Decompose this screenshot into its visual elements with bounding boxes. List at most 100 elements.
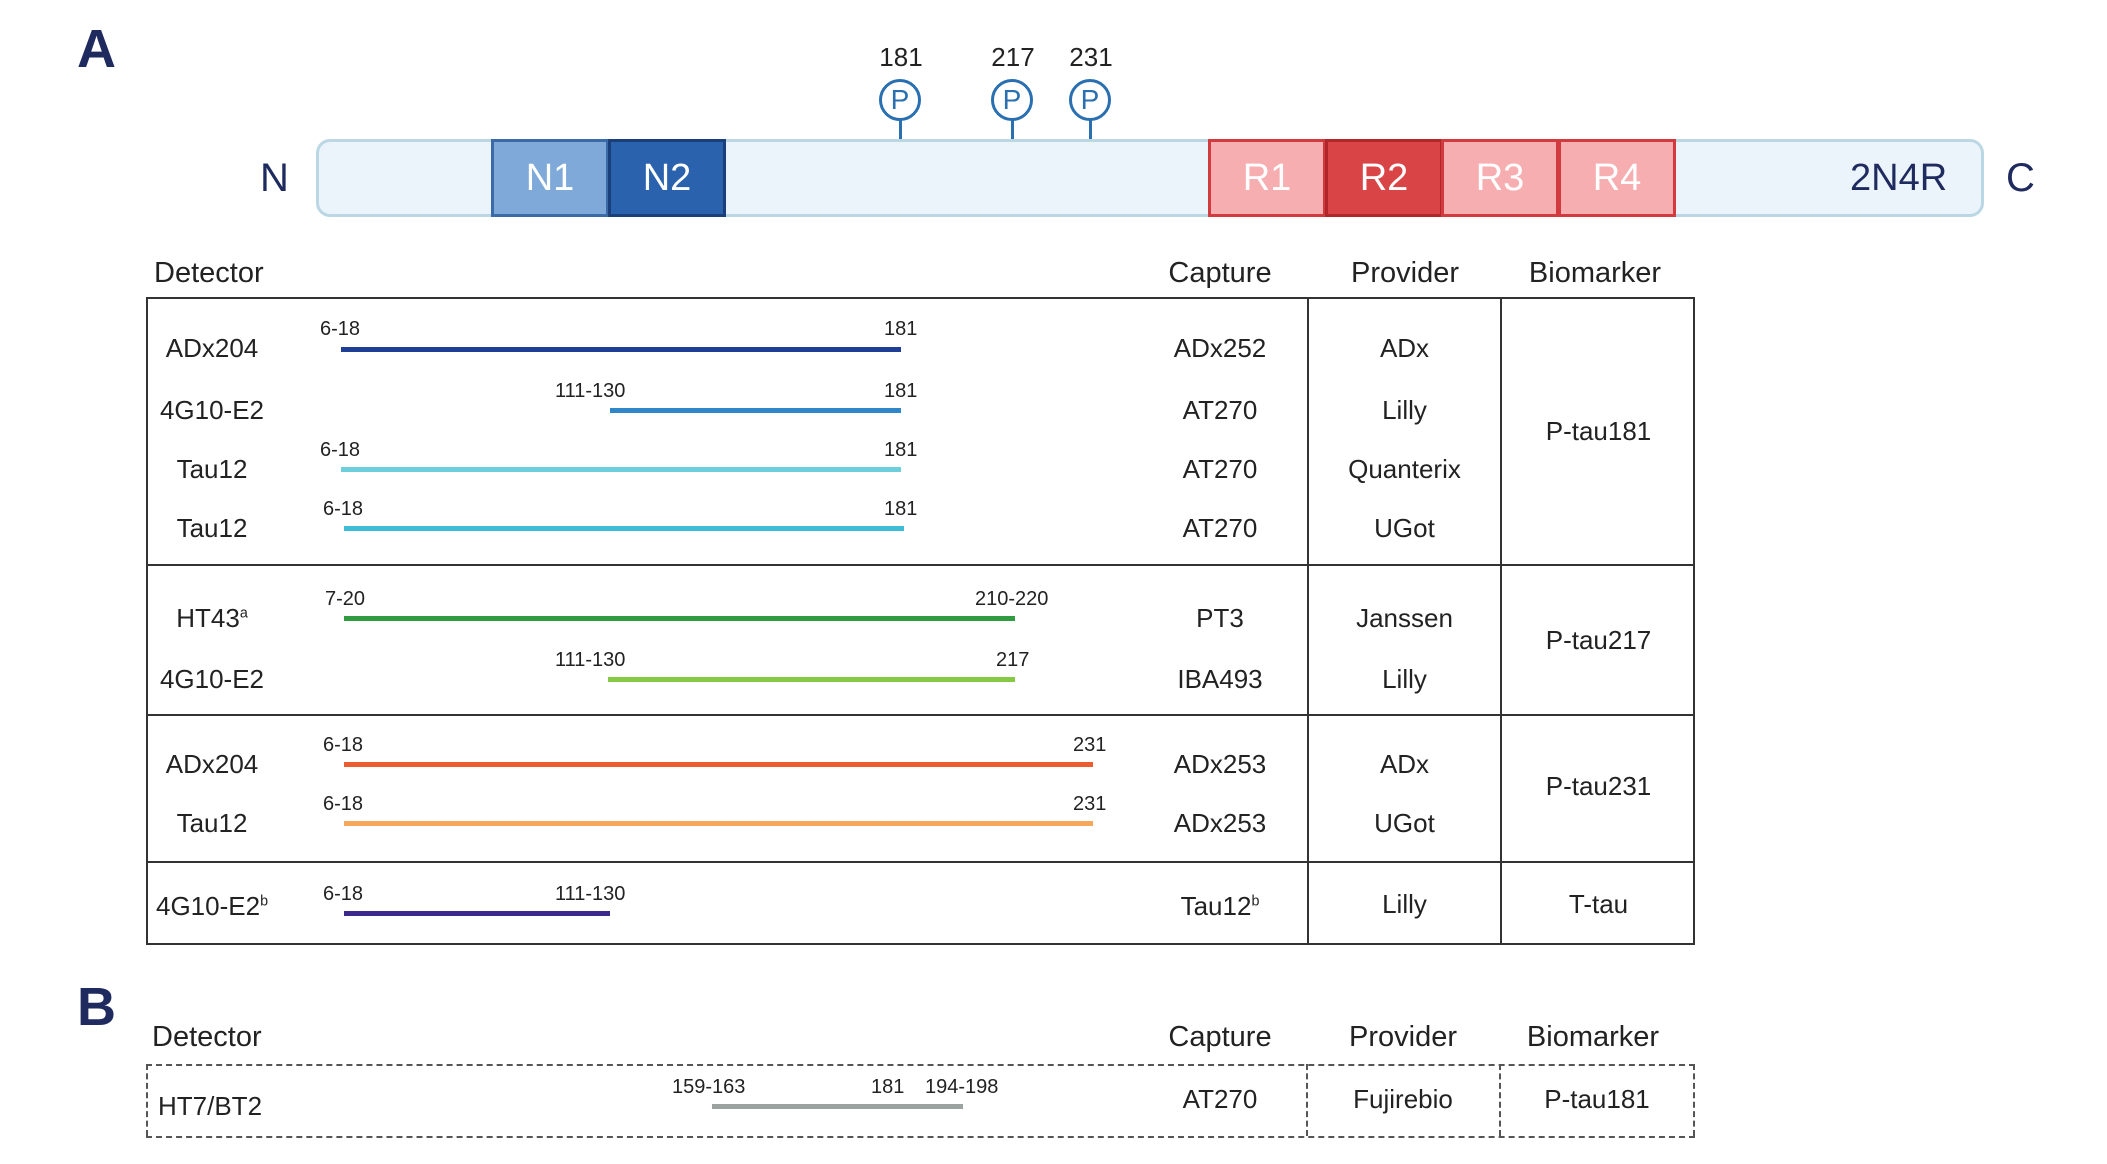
epitope-end-label: 181 — [884, 318, 918, 340]
domain-n1: N1 — [491, 139, 609, 217]
epitope-span-line — [608, 677, 1015, 682]
domain-label: R1 — [1242, 156, 1292, 199]
capture-cell: ADx252 — [1173, 333, 1267, 363]
domain-n2: N2 — [608, 139, 726, 217]
capture-cell: AT270 — [1182, 1084, 1258, 1114]
detector-cell: HT43a — [146, 605, 278, 631]
phospho-stem — [1089, 118, 1092, 140]
biomarker-cell: P-tau181 — [1544, 1084, 1650, 1114]
detector-name: HT43 — [176, 603, 240, 633]
epitope-start-label: 6-18 — [323, 793, 364, 815]
dashed-border-bottom — [146, 1136, 1695, 1138]
biomarker-cell: T-tau — [1568, 889, 1629, 919]
capture-name: Tau12 — [1180, 891, 1252, 921]
assay-table — [146, 297, 1695, 945]
detector-name: ADx204 — [165, 749, 259, 779]
epitope-start-label: 111-130 — [555, 380, 626, 402]
header-capture: Capture — [1168, 257, 1272, 289]
epitope-start-label: 6-18 — [323, 883, 364, 905]
detector-name: 4G10-E2 — [159, 395, 265, 425]
epitope-start-label: 7-20 — [325, 588, 366, 610]
epitope-span-line — [712, 1104, 963, 1109]
detector-cell: Tau12 — [146, 456, 278, 482]
column-divider — [1500, 297, 1502, 945]
n-terminus-label: N — [260, 156, 289, 200]
epitope-end-label: 231 — [1073, 793, 1107, 815]
biomarker-cell: P-tau231 — [1545, 771, 1652, 801]
detector-cell: Tau12 — [146, 810, 278, 836]
epitope-span-line — [344, 526, 904, 531]
header-provider: Provider — [1349, 1021, 1457, 1053]
dashed-border-top — [146, 1064, 1695, 1066]
provider-cell: UGot — [1374, 808, 1435, 838]
epitope-end-label: 231 — [1073, 734, 1107, 756]
provider-cell: UGot — [1374, 513, 1435, 543]
detector-name: 4G10-E2 — [155, 891, 261, 921]
provider-cell: Janssen — [1356, 603, 1453, 633]
epitope-start-label: 6-18 — [320, 439, 361, 461]
provider-cell: Lilly — [1382, 395, 1427, 425]
epitope-end-label: 181 — [884, 380, 918, 402]
header-biomarker: Biomarker — [1528, 257, 1662, 289]
detector-name: ADx204 — [165, 333, 259, 363]
detector-cell: 4G10-E2 — [146, 397, 278, 423]
provider-cell: ADx — [1379, 333, 1430, 363]
domain-r1: R1 — [1208, 139, 1326, 217]
phospho-site-181-label: 181 — [879, 42, 923, 72]
epitope-end-label: 181 — [884, 439, 918, 461]
epitope-end-label: 217 — [996, 649, 1030, 671]
capture-cell: IBA493 — [1177, 664, 1263, 694]
capture-cell: AT270 — [1182, 454, 1258, 484]
panel-a-letter: A — [77, 19, 116, 79]
biomarker-cell: P-tau181 — [1545, 416, 1652, 446]
detector-cell: ADx204 — [146, 335, 278, 361]
header-capture: Capture — [1168, 1021, 1272, 1053]
epitope-site-label: 181 — [871, 1076, 905, 1098]
epitope-span-line — [344, 616, 1015, 621]
epitope-start-label: 111-130 — [555, 649, 626, 671]
epitope-start-label: 6-18 — [323, 734, 364, 756]
provider-cell: Lilly — [1382, 889, 1427, 919]
detector-name: Tau12 — [176, 808, 248, 838]
capture-cell: ADx253 — [1173, 749, 1267, 779]
epitope-end-label: 194-198 — [925, 1076, 999, 1098]
dashed-border-left — [146, 1064, 148, 1136]
dashed-column-divider — [1499, 1064, 1501, 1136]
detector-cell: HT7/BT2 — [158, 1091, 263, 1121]
group-divider — [146, 714, 1695, 716]
epitope-end-label: 181 — [884, 498, 918, 520]
biomarker-cell: P-tau217 — [1545, 625, 1652, 655]
detector-name: 4G10-E2 — [159, 664, 265, 694]
detector-name: Tau12 — [176, 513, 248, 543]
detector-name: Tau12 — [176, 454, 248, 484]
group-divider — [146, 861, 1695, 863]
detector-cell: ADx204 — [146, 751, 278, 777]
c-terminus-label: C — [2006, 156, 2035, 200]
column-divider — [1307, 297, 1309, 945]
phospho-stem — [1011, 118, 1014, 140]
epitope-start-label: 159-163 — [672, 1076, 746, 1098]
provider-cell: Quanterix — [1348, 454, 1461, 484]
provider-cell: Fujirebio — [1353, 1084, 1453, 1114]
footnote-marker: b — [260, 893, 269, 910]
detector-cell: 4G10-E2b — [146, 893, 278, 919]
domain-r2: R2 — [1325, 139, 1443, 217]
provider-cell: ADx — [1379, 749, 1430, 779]
domain-label: N2 — [642, 156, 692, 199]
header-detector: Detector — [152, 1021, 262, 1053]
domain-r3: R3 — [1441, 139, 1559, 217]
domain-label: R2 — [1359, 156, 1409, 199]
epitope-span-line — [341, 347, 901, 352]
epitope-end-label: 111-130 — [555, 883, 626, 905]
phospho-site-231-label: 231 — [1069, 42, 1113, 72]
epitope-start-label: 6-18 — [323, 498, 364, 520]
header-provider: Provider — [1351, 257, 1459, 289]
epitope-span-line — [344, 762, 1093, 767]
domain-label: R4 — [1592, 156, 1642, 199]
footnote-marker: a — [239, 605, 248, 622]
epitope-start-label: 6-18 — [320, 318, 361, 340]
isoform-label: 2N4R — [1850, 157, 1948, 199]
phospho-circle-icon: P — [991, 79, 1033, 121]
epitope-span-line — [344, 821, 1093, 826]
epitope-end-label: 210-220 — [975, 588, 1049, 610]
